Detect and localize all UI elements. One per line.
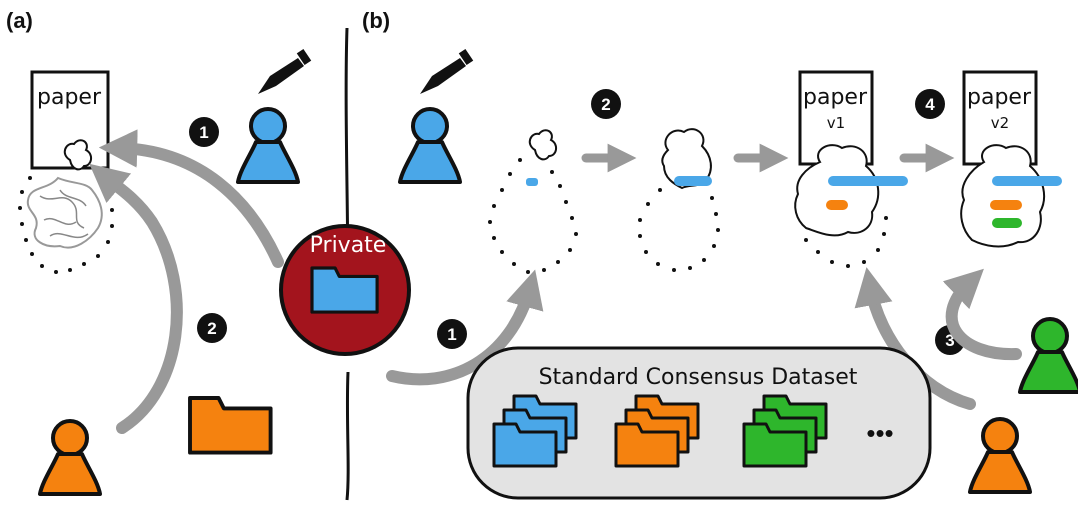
- structure-stage-2: [638, 128, 720, 272]
- svg-text:1: 1: [199, 123, 208, 142]
- pen-icon-a: [258, 48, 312, 94]
- panel-label-a: (a): [6, 8, 33, 33]
- svg-text:paper: paper: [803, 85, 868, 110]
- paper-title-a: paper: [37, 85, 102, 110]
- arrow-private-to-stage1: [386, 269, 544, 386]
- step-badge-a1: 1: [189, 117, 219, 147]
- step-badge-b1: 1: [437, 319, 467, 349]
- dataset-label: Standard Consensus Dataset: [539, 365, 858, 390]
- svg-text:3: 3: [945, 331, 954, 350]
- structure-stage-1: [488, 129, 578, 274]
- svg-text:v2: v2: [991, 114, 1009, 132]
- more-datasets-ellipsis: •••: [866, 418, 893, 448]
- protein-structure-icon: [18, 139, 114, 274]
- structure-stage-3: [794, 144, 908, 268]
- private-data-circle: Private: [279, 224, 411, 356]
- blue-person-icon-b: [398, 107, 462, 184]
- arrow-green-to-v2: [942, 268, 1022, 361]
- orange-person-icon-a: [38, 419, 102, 496]
- panel-label-b: (b): [362, 8, 390, 33]
- step-badge-b4: 4: [915, 89, 945, 119]
- step-badge-b2: 2: [591, 89, 621, 119]
- step-badge-b3: 3: [935, 325, 965, 355]
- arrow-orange-to-paper-a: [89, 163, 183, 434]
- svg-text:v1: v1: [827, 114, 845, 132]
- arrow-private-to-paper-a: [98, 129, 284, 268]
- blue-person-icon-a: [236, 107, 300, 184]
- orange-folder-icon-a: [188, 396, 273, 455]
- private-label: Private: [310, 233, 387, 258]
- svg-text:2: 2: [601, 95, 610, 114]
- svg-text:paper: paper: [967, 85, 1032, 110]
- svg-text:2: 2: [207, 319, 216, 338]
- green-person-icon: [1018, 317, 1078, 394]
- svg-text:4: 4: [925, 95, 935, 114]
- structure-stage-4: [960, 144, 1062, 248]
- step-badge-a2: 2: [197, 313, 227, 343]
- standard-consensus-dataset-box: Standard Consensus Dataset •••: [466, 346, 932, 500]
- pen-icon-b: [420, 48, 474, 94]
- orange-person-icon-b: [968, 417, 1032, 494]
- svg-text:1: 1: [447, 325, 456, 344]
